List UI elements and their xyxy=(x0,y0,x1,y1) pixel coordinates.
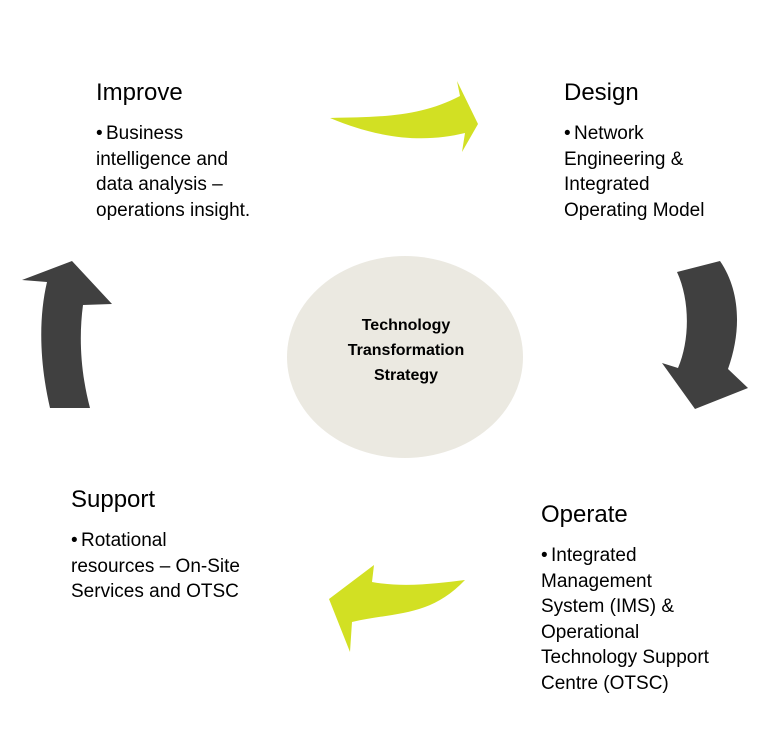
improve-description-line: intelligence and xyxy=(96,148,229,170)
improve-description: •Business intelligence and data analysis… xyxy=(96,121,311,223)
support-description-line: resources – On-Site xyxy=(71,555,240,577)
center-label-line: Strategy xyxy=(373,367,439,384)
operate-description: •Integrated Management System (IMS) & Op… xyxy=(541,543,775,696)
improve-to-design-arrow xyxy=(330,81,478,152)
design-description: •Network Engineering & Integrated Operat… xyxy=(564,121,775,223)
support-description-line: •Rotational xyxy=(71,528,301,554)
bullet-icon: • xyxy=(96,123,103,144)
improve-description-line: data analysis – xyxy=(96,174,223,195)
improve-description-line: operations insight. xyxy=(96,199,251,221)
operate-description-line: Management xyxy=(541,570,652,592)
operate-line-text: Integrated xyxy=(551,545,637,566)
bullet-icon: • xyxy=(71,530,78,551)
design-description-line: Operating Model xyxy=(564,199,705,221)
bullet-icon: • xyxy=(564,123,571,144)
operate-description-line: Operational xyxy=(541,621,640,643)
operate-description-line: System (IMS) & xyxy=(541,596,675,617)
support-title: Support xyxy=(71,486,156,513)
support-line-text: Rotational xyxy=(81,530,167,551)
design-title: Design xyxy=(564,79,639,106)
operate-title: Operate xyxy=(541,501,628,528)
improve-description-line: •Business xyxy=(96,121,311,147)
improve-line-text: Business xyxy=(106,123,184,144)
operate-to-support-arrow xyxy=(329,565,465,652)
design-description-line: Integrated xyxy=(564,174,650,195)
design-description-line: Engineering & xyxy=(564,148,684,170)
support-description: •Rotational resources – On-Site Services… xyxy=(71,528,301,605)
operate-description-line: •Integrated xyxy=(541,543,775,569)
operate-description-line: Centre (OTSC) xyxy=(541,672,669,694)
improve-title: Improve xyxy=(96,79,183,106)
center-label: Technology Transformation Strategy xyxy=(318,313,494,388)
center-label-line: Transformation xyxy=(347,342,465,359)
operate-description-line: Technology Support xyxy=(541,647,709,668)
center-label-line: Technology xyxy=(361,317,451,334)
center-circle xyxy=(287,256,523,458)
bullet-icon: • xyxy=(541,545,548,566)
support-description-line: Services and OTSC xyxy=(71,581,239,602)
design-to-operate-arrow xyxy=(662,261,748,409)
design-line-text: Network xyxy=(574,123,644,144)
support-to-improve-arrow xyxy=(22,261,112,408)
design-description-line: •Network xyxy=(564,121,775,147)
